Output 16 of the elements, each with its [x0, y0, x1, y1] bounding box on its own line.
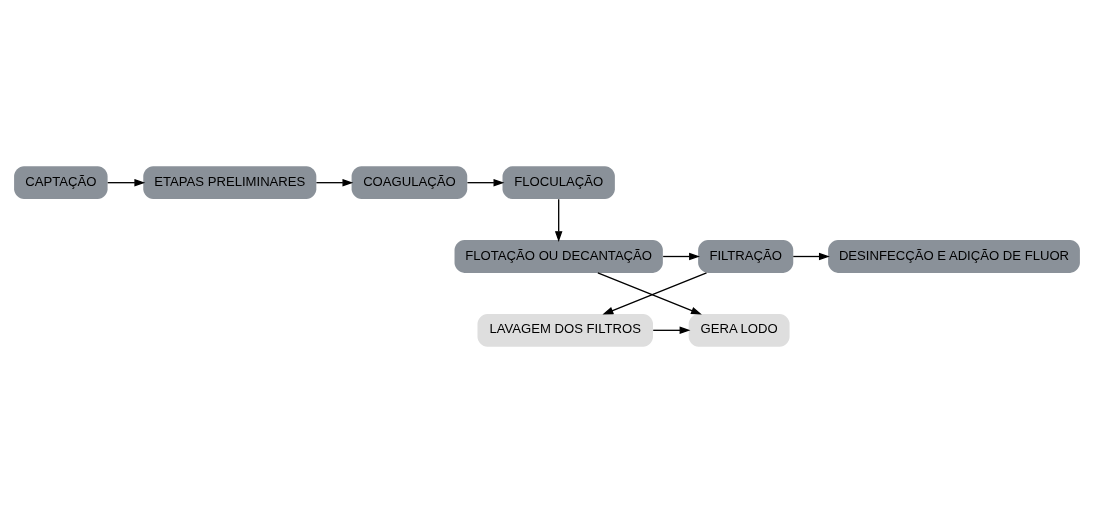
node-box: FLOCULAÇÃO	[502, 165, 615, 199]
arrow	[554, 198, 563, 242]
arrow	[792, 252, 830, 260]
arrow	[315, 178, 354, 186]
arrow	[107, 178, 146, 186]
node-box: FLOTAÇÃO OU DECANTAÇÃO	[454, 239, 663, 273]
arrow	[652, 326, 691, 334]
arrow	[662, 252, 700, 260]
node-box: GERA LODO	[688, 313, 790, 347]
arrow	[466, 178, 505, 186]
node-box: DESINFECÇÃO E ADIÇÃO DE FLUOR	[828, 239, 1080, 273]
node-box: COAGULAÇÃO	[351, 165, 468, 199]
node-box: LAVAGEM DOS FILTROS	[477, 313, 653, 347]
node-box: ETAPAS PRELIMINARES	[143, 165, 317, 199]
node-box: CAPTAÇÃO	[14, 165, 108, 199]
node-box: FILTRAÇÃO	[698, 239, 794, 273]
